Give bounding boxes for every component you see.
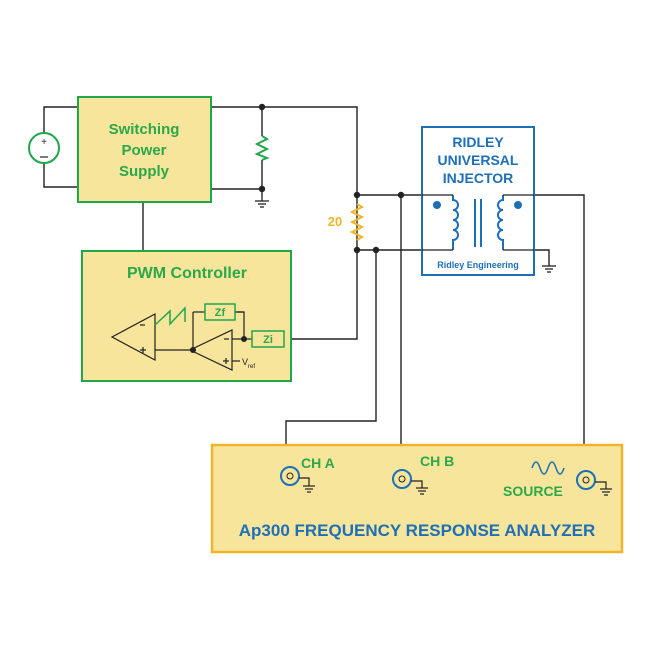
polarity-dot-icon xyxy=(514,201,522,209)
ground-icon xyxy=(542,265,556,273)
polarity-dot-icon xyxy=(433,201,441,209)
pwm-controller-title: PWM Controller xyxy=(127,265,247,282)
zf-impedance-box xyxy=(204,303,236,321)
transformer-icon xyxy=(452,195,504,250)
power-supply-label-3: Supply xyxy=(119,163,170,180)
injector-title-2: UNIVERSAL xyxy=(438,152,519,168)
injector-internal-wires xyxy=(422,194,534,251)
ground-icon xyxy=(595,481,612,496)
analyzer-box xyxy=(210,443,624,554)
junction-dot xyxy=(241,336,247,342)
sine-wave-icon xyxy=(531,461,565,475)
junction-dot xyxy=(190,347,196,353)
injector-footer: Ridley Engineering xyxy=(437,260,519,270)
junction-dots xyxy=(258,103,405,254)
ground-icon xyxy=(299,477,315,493)
source-label: SOURCE xyxy=(503,483,563,499)
ground-icon xyxy=(411,480,428,495)
injector-title-1: RIDLEY xyxy=(452,134,504,150)
svg-text:+: + xyxy=(41,137,47,148)
power-supply-box xyxy=(77,96,212,203)
pwm-controller-box xyxy=(81,250,292,382)
source-connector-icon xyxy=(576,470,596,490)
ch-b-connector-icon xyxy=(392,469,412,489)
power-supply-label-1: Switching xyxy=(109,121,180,138)
ch-b-label: CH B xyxy=(420,453,454,469)
power-supply-label-2: Power xyxy=(121,142,166,159)
zi-impedance-box xyxy=(251,330,285,348)
analyzer-title: Ap300 FREQUENCY RESPONSE ANALYZER xyxy=(239,521,595,540)
sawtooth-icon xyxy=(154,306,186,326)
injector-title-3: INJECTOR xyxy=(443,170,514,186)
ch-a-label: CH A xyxy=(301,455,335,471)
vref-subscript: ref xyxy=(248,364,255,370)
zi-label: Zi xyxy=(263,334,273,346)
dc-source-icon: + xyxy=(28,132,60,164)
load-resistor-icon xyxy=(254,135,270,161)
comparator-icon xyxy=(110,312,156,362)
error-amplifier-icon xyxy=(188,329,233,371)
injection-resistor-icon xyxy=(349,203,365,241)
ground-icon xyxy=(255,197,269,208)
resistor-value-label: 20 xyxy=(328,214,342,229)
vref-label: V xyxy=(242,357,248,367)
ch-a-connector-icon xyxy=(280,466,300,486)
zf-label: Zf xyxy=(215,307,226,319)
